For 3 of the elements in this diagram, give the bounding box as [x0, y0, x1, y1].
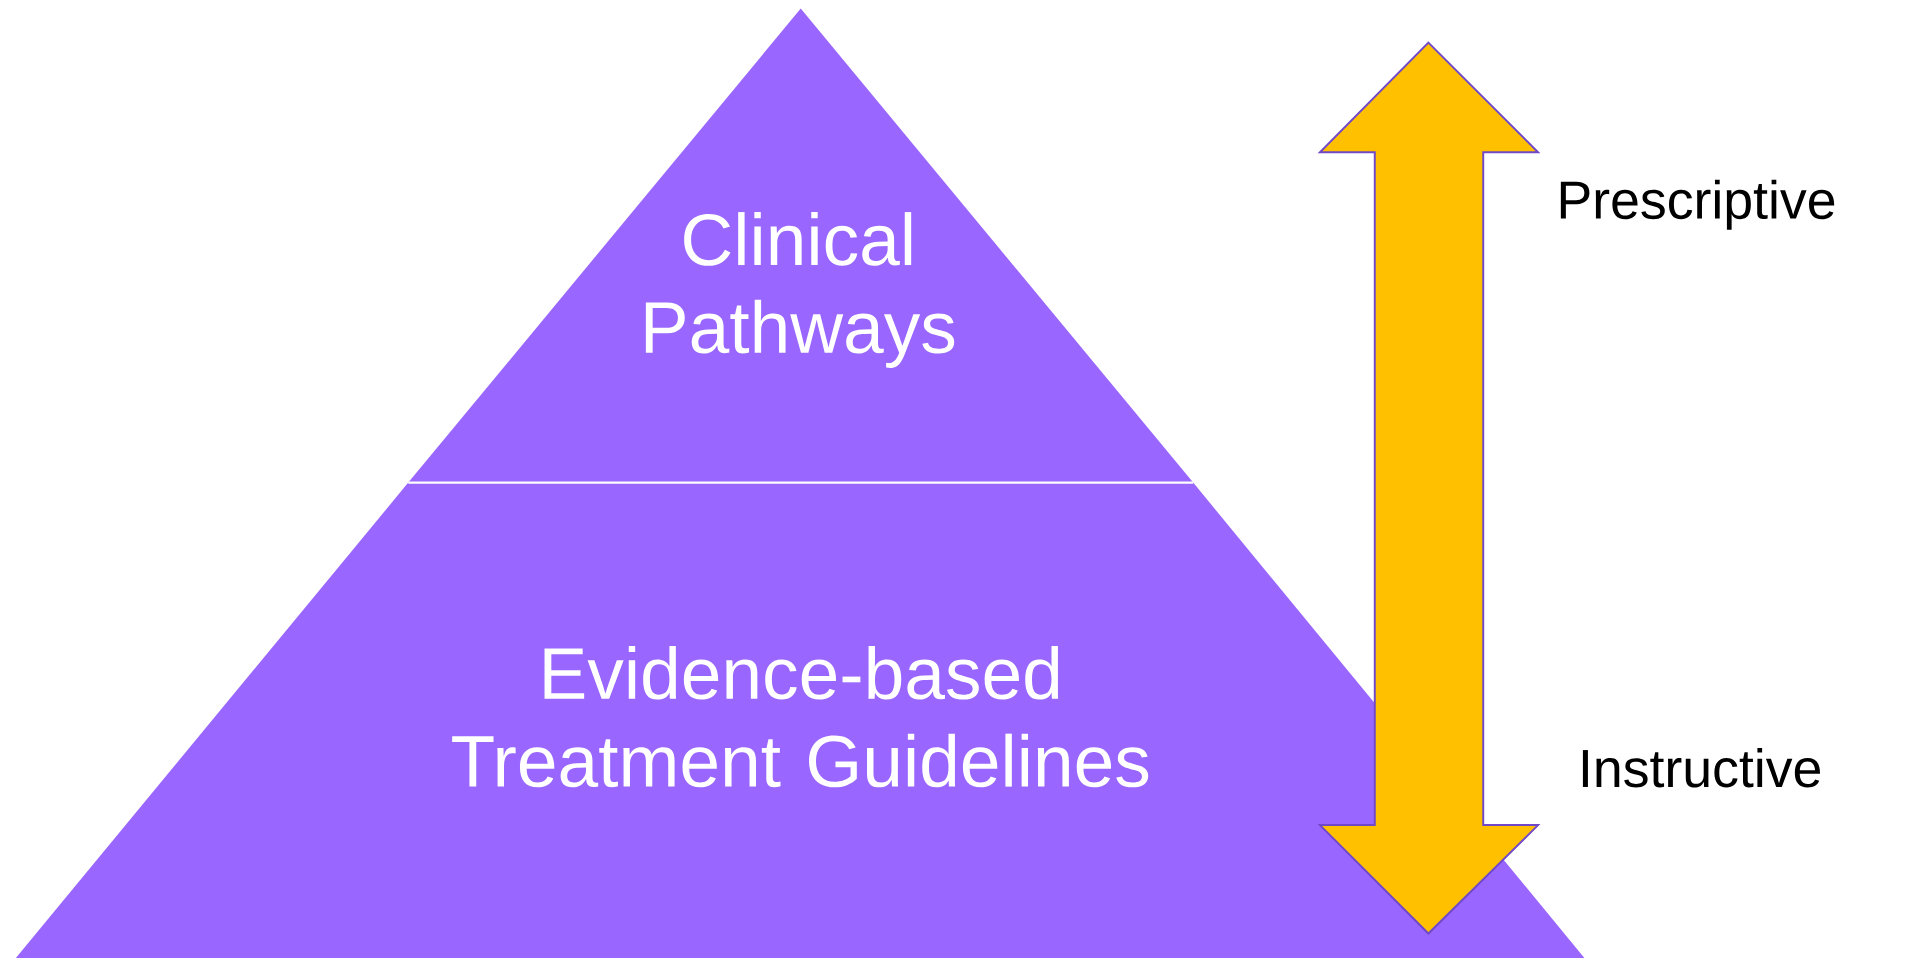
scale-label: Instructive [1582, 748, 1820, 788]
scale-label: Prescriptive [1560, 179, 1835, 230]
pyramid-tier: Clinical Pathways [408, 8, 1194, 483]
